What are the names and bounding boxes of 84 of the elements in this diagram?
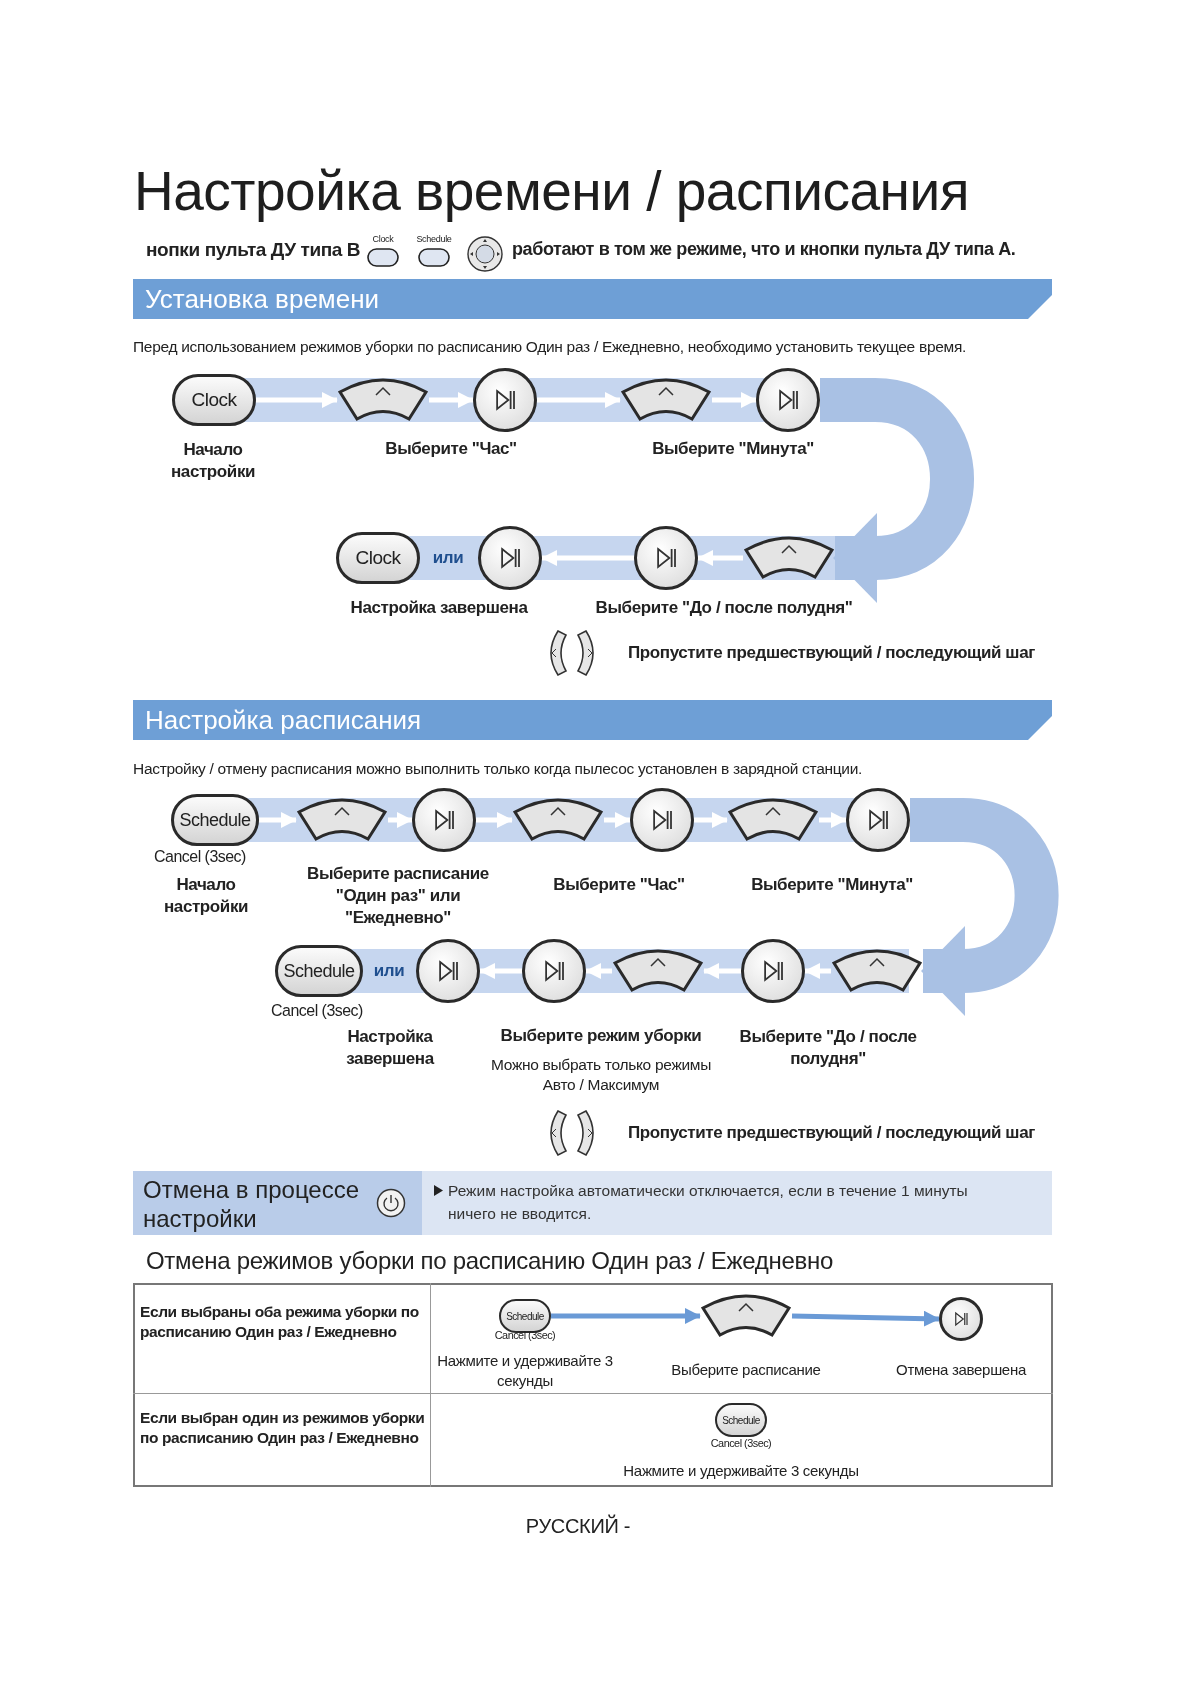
step-caption: Настройка завершена [349, 596, 529, 619]
step-caption: Выберите расписание "Один раз" или "Ежедневно" [306, 862, 490, 930]
arrow [256, 392, 338, 408]
step-caption: Настройка завершена [345, 1025, 436, 1070]
arrow [791, 1310, 940, 1327]
or-text: или [431, 546, 465, 569]
arrow [819, 812, 847, 828]
step-caption: Начало настройки [169, 438, 257, 483]
note-text: Можно выбрать только режимы Авто / Максимум [490, 1054, 712, 1095]
step-caption: Выберите "Минута" [750, 873, 914, 896]
note-panel [422, 1171, 1052, 1235]
arrow [551, 1308, 701, 1324]
step-caption: Выберите "Час" [552, 873, 686, 896]
play-pause-button [634, 526, 698, 590]
arrow [541, 550, 634, 566]
button-caption: Cancel (3sec) [153, 848, 247, 866]
step-caption: Выберите режим уборки [499, 1024, 703, 1047]
arc-button [700, 1294, 792, 1338]
arc-button [727, 798, 819, 842]
play-pause-button [756, 368, 820, 432]
page-title: Настройка времени / расписания [134, 159, 969, 224]
or-text: или [372, 959, 406, 982]
arrow [804, 963, 831, 979]
arc-button [296, 798, 388, 842]
table-row-header: Если выбран один из режимов уборки по расписанию Один раз / Ежедневно [140, 1407, 426, 1448]
panel-title: Отмена в процессе настройки [143, 1175, 361, 1233]
arc-button [512, 798, 604, 842]
table-row-header: Если выбраны оба режима уборки по расписанию Один раз / Ежедневно [140, 1301, 420, 1342]
arrow [697, 550, 743, 566]
instruction-text: работают в том же режиме, что и кнопки пульта ДУ типа А. [512, 238, 1016, 262]
button-caption: Cancel (3sec) [709, 1437, 773, 1449]
step-caption: Выберите "До / после полудня" [594, 596, 854, 619]
section-title: Отмена режимов уборки по расписанию Один раз / Ежедневно [146, 1246, 833, 1277]
section-header: Настройка расписания [133, 700, 1052, 740]
step-caption: Начало настройки [162, 873, 250, 918]
intro-text: Перед использованием режимов уборки по расписанию Один раз / Ежедневно, необходимо установить текущее время. [133, 336, 966, 357]
step-caption: Выберите "Минута" [651, 437, 815, 460]
arrow [585, 963, 612, 979]
remote-button: Schedule [171, 794, 259, 846]
arrow [604, 812, 631, 828]
arc-button [620, 378, 712, 422]
arrow [694, 812, 728, 828]
play-pause-button [478, 526, 542, 590]
play-pause-button [416, 939, 480, 1003]
play-pause-button [522, 939, 586, 1003]
step-caption: Выберите "Час" [384, 437, 518, 460]
arrow [537, 392, 621, 408]
button-name: Schedule [415, 234, 453, 246]
page-footer: РУССКИЙ - [478, 1513, 678, 1539]
note-text: Режим настройка автоматически отключается, если в течение 1 минуты ничего не вводится. [448, 1181, 969, 1224]
hint-text: Пропустите предшествующий / последующий шаг [628, 1121, 1035, 1144]
intro-text: Настройку / отмену расписания можно выполнить только когда пылесос установлен в зарядной станции. [133, 758, 863, 779]
section-header: Установка времени [133, 279, 1052, 319]
arrow [388, 812, 413, 828]
arrow [476, 812, 513, 828]
play-pause-button [939, 1297, 983, 1341]
arrow [429, 392, 474, 408]
table-cell-text: Выберите расписание [670, 1360, 822, 1380]
step-caption: Выберите "До / после полудня" [738, 1025, 918, 1070]
play-pause-button [412, 788, 476, 852]
play-pause-button [473, 368, 537, 432]
arc-button [612, 949, 704, 993]
table-cell-text: Нажмите и удерживайте 3 секунды [622, 1461, 860, 1481]
button-name: Clock [371, 234, 395, 246]
arrow [712, 392, 757, 408]
remote-button: Schedule [275, 945, 363, 997]
hint-text: Пропустите предшествующий / последующий шаг [628, 641, 1035, 664]
arc-button [337, 378, 429, 422]
remote-button: Schedule [715, 1403, 767, 1437]
play-pause-button [741, 939, 805, 1003]
play-pause-button [846, 788, 910, 852]
arc-button [743, 536, 835, 580]
table-cell-text: Нажмите и удерживайте 3 секунды [436, 1350, 614, 1390]
instruction-text: нопки пульта ДУ типа В [146, 237, 361, 262]
arrow [259, 812, 297, 828]
table-cell-text: Отмена завершена [895, 1360, 1028, 1380]
button-caption: Cancel (3sec) [270, 1002, 364, 1020]
arrow [479, 963, 522, 979]
arrow [703, 963, 741, 979]
remote-button: Clock [172, 374, 256, 426]
cancel-panel [133, 1171, 422, 1235]
play-pause-button [630, 788, 694, 852]
remote-button: Clock [336, 532, 420, 584]
arc-button [831, 949, 923, 993]
